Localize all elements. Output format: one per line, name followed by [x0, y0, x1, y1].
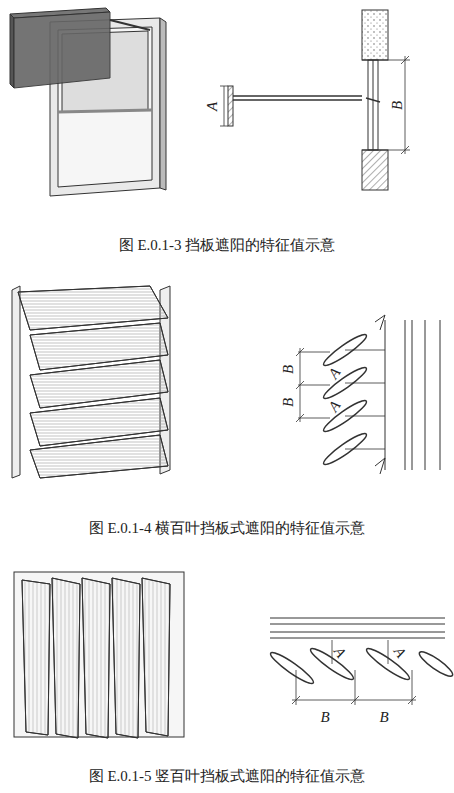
dimension-label: B	[379, 710, 388, 725]
dimension-label: A	[326, 398, 344, 414]
dimension-label: A	[205, 101, 220, 110]
figure-caption: 图 E.0.1-3 挡板遮阳的特征值示意	[119, 238, 336, 253]
dimension-label: A	[326, 365, 344, 381]
dimension-label: B	[390, 100, 405, 109]
figure-caption: 图 E.0.1-4 横百叶挡板式遮阳的特征值示意	[89, 521, 366, 536]
dimension-label: B	[281, 397, 296, 406]
dimension-label: A	[331, 644, 349, 660]
dimension-label: B	[281, 364, 296, 373]
dimension-label: A	[391, 644, 409, 660]
figure-caption: 图 E.0.1-5 竖百叶挡板式遮阳的特征值示意	[89, 769, 366, 784]
dimension-label: B	[320, 710, 329, 725]
